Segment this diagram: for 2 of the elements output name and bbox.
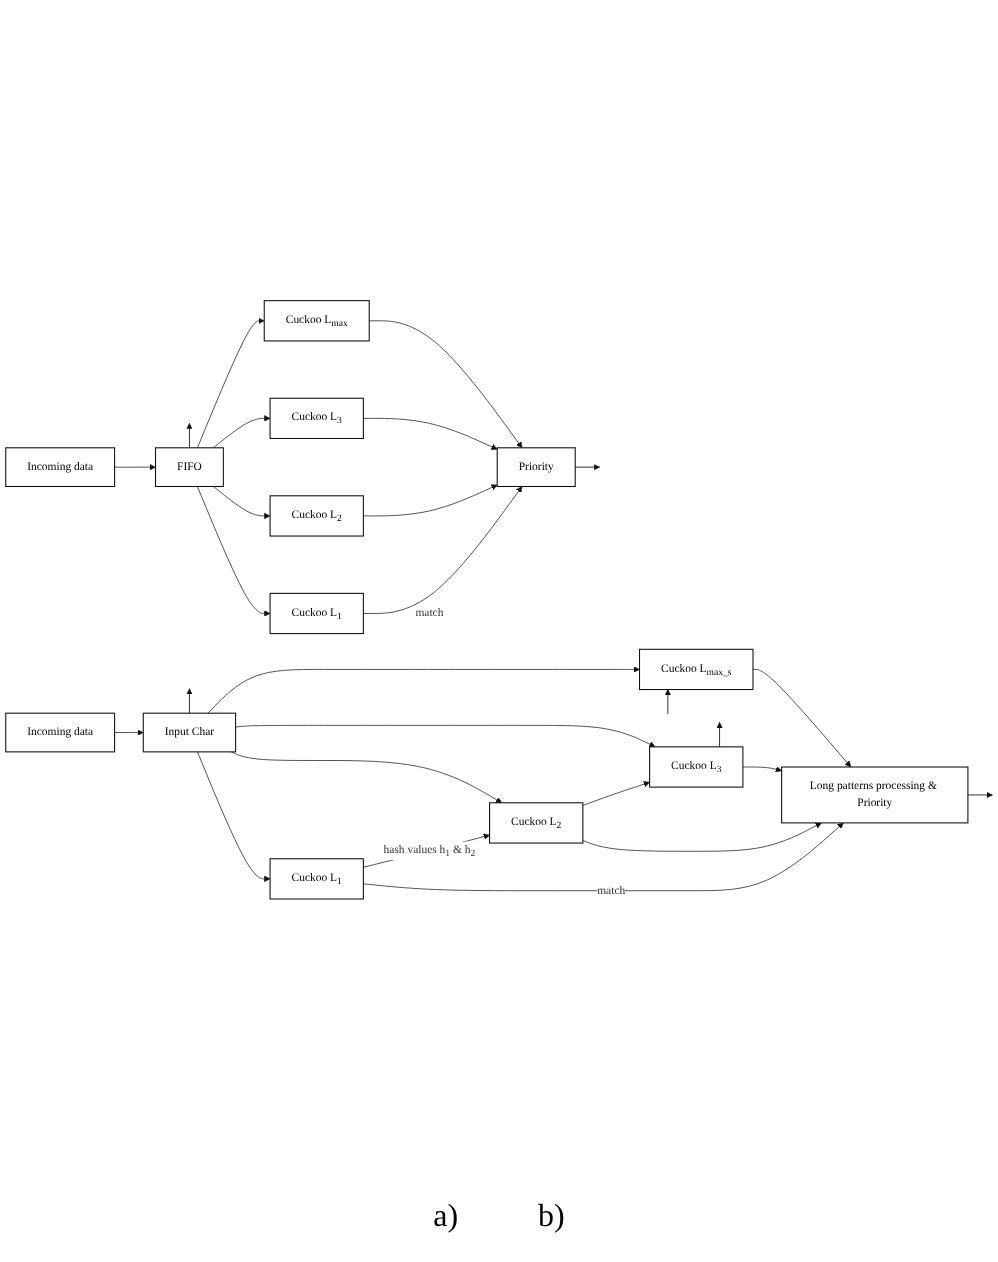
panel-label: b) [538, 1200, 565, 1236]
panel-label: a) [433, 1200, 459, 1236]
